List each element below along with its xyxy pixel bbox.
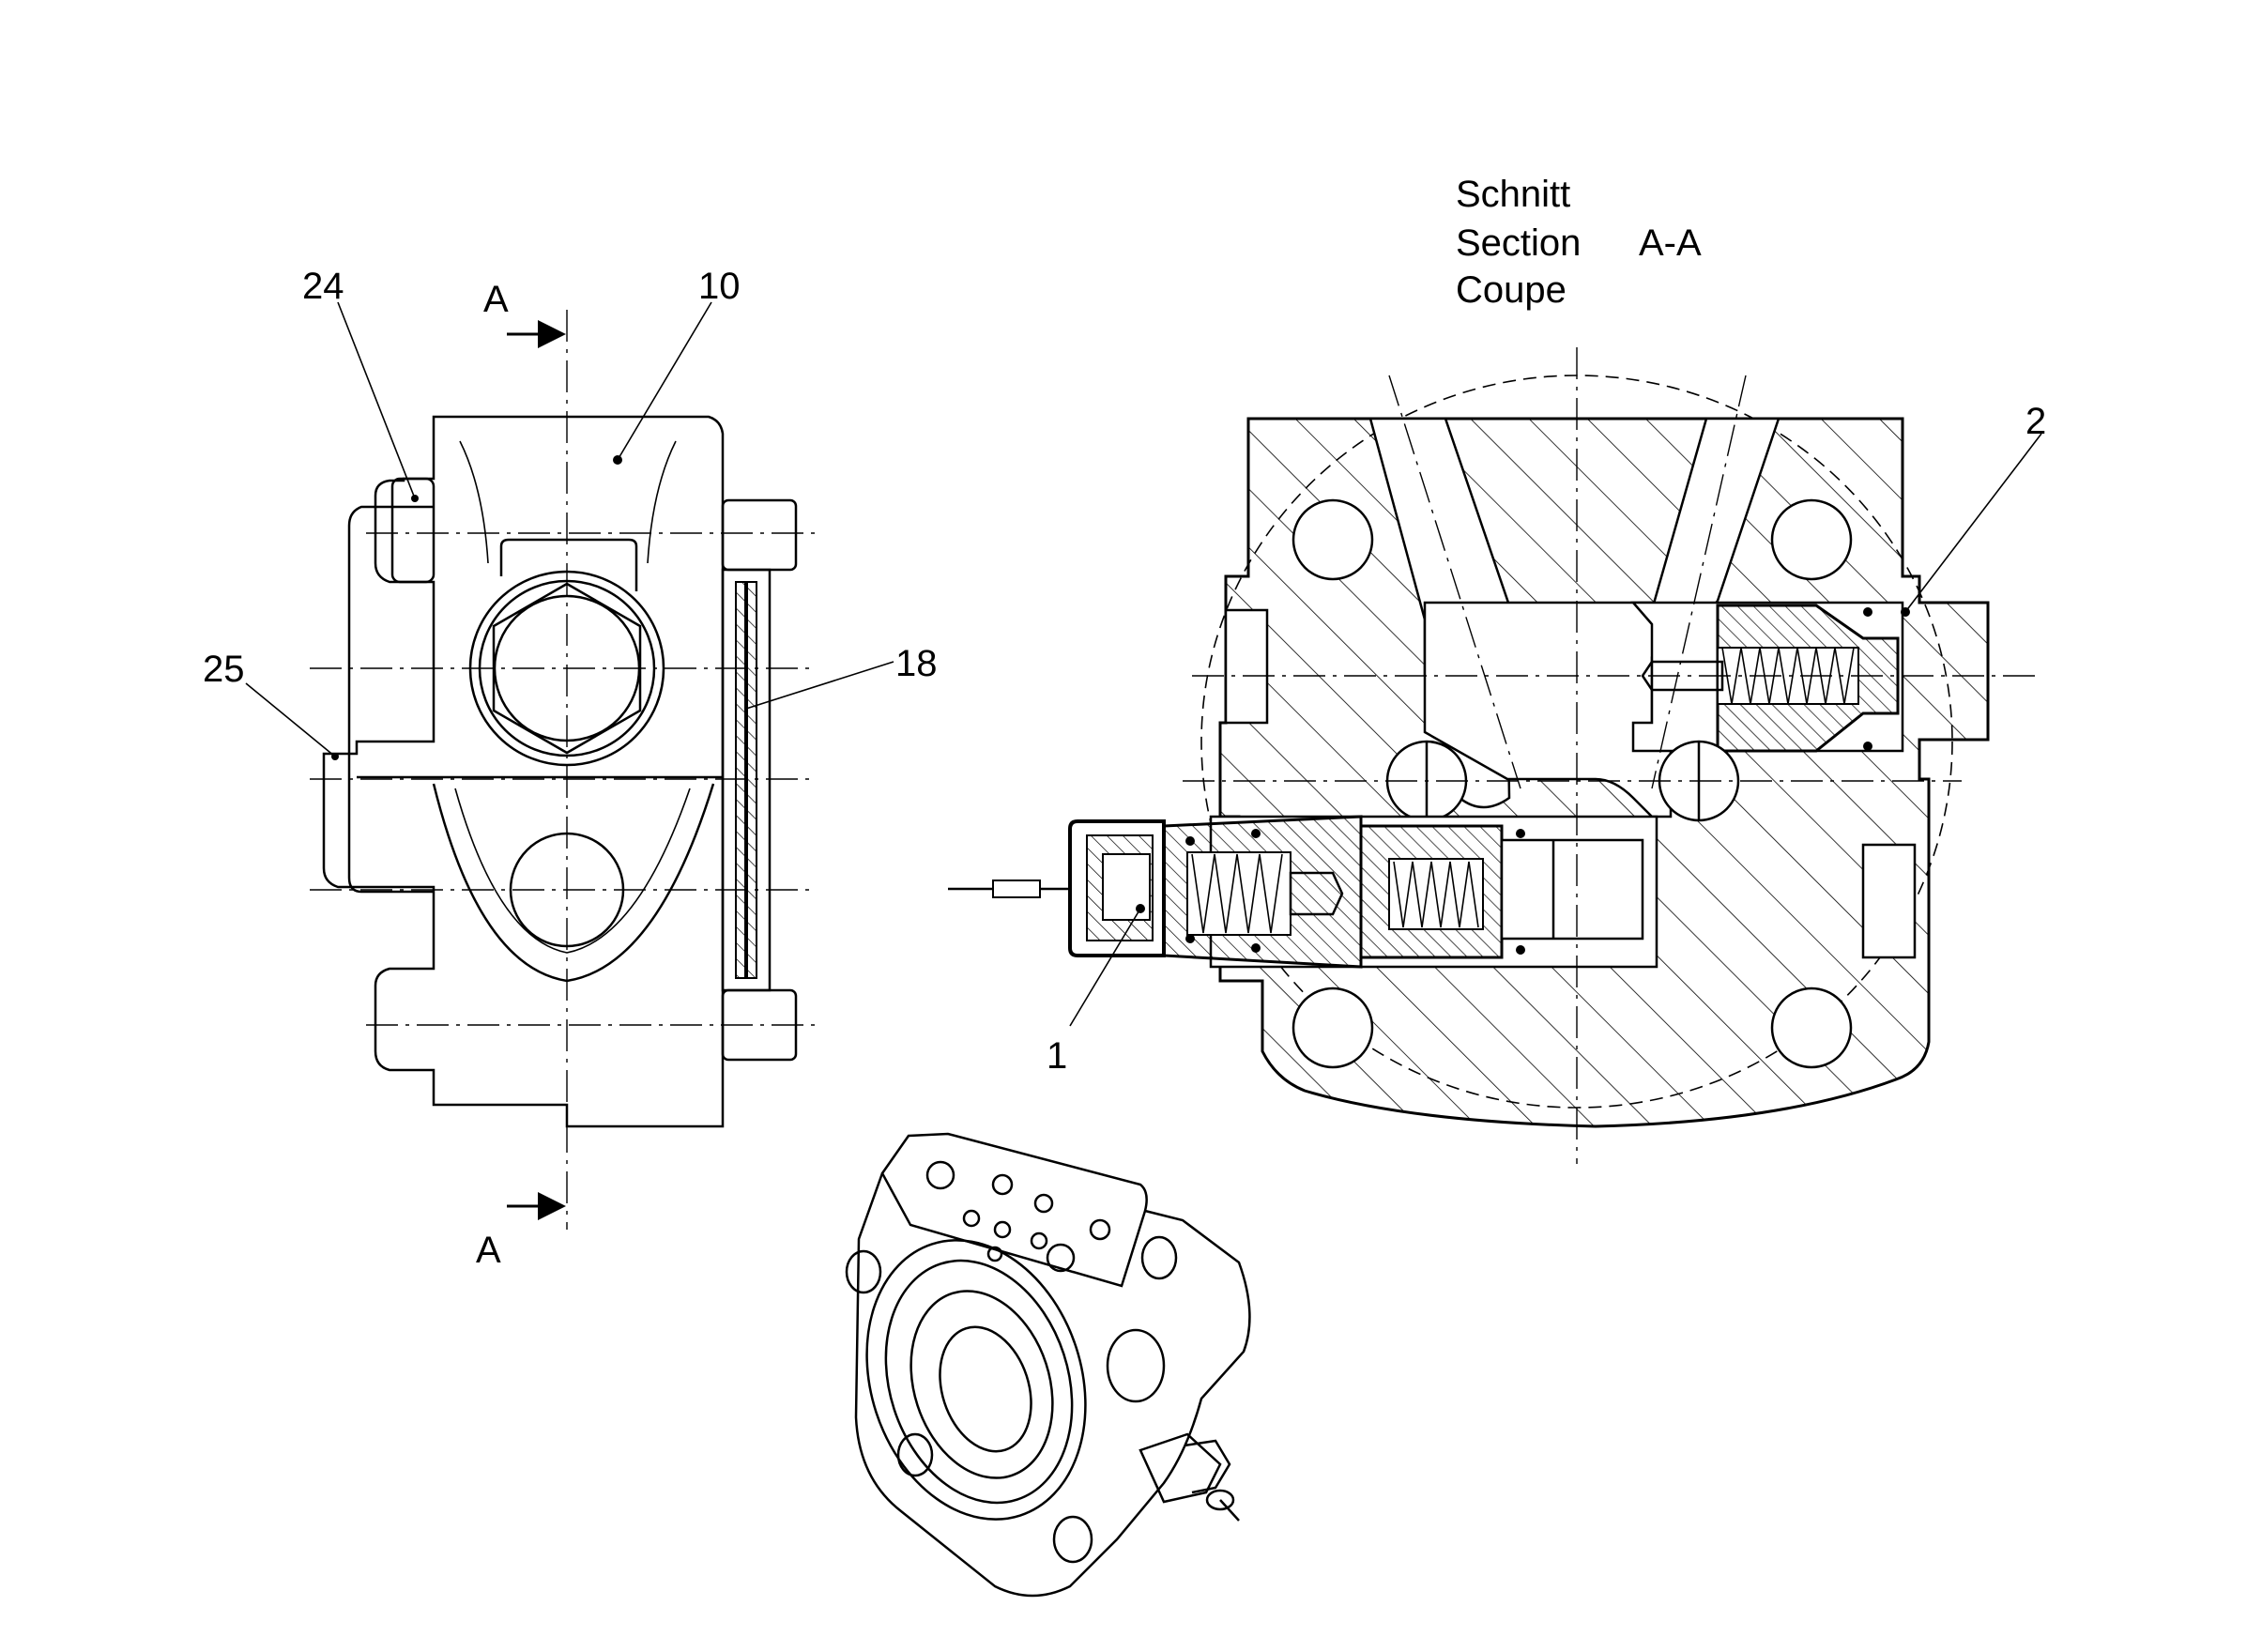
part-24-plug [390, 477, 436, 584]
part-1-poppet [1289, 871, 1344, 916]
iso-valve-tip [1205, 1489, 1235, 1511]
iso-plate-hole [993, 1220, 1012, 1239]
side-view-body [322, 415, 725, 1128]
callout-25: 25 [203, 649, 245, 690]
iso-plate-hole [991, 1173, 1014, 1196]
section-title-line2: Section [1456, 222, 1581, 264]
side-view: A A 24 10 25 18 [203, 266, 938, 1271]
leader-10 [617, 301, 712, 461]
part-1-spool [1500, 838, 1644, 941]
side-view-left-cover [347, 505, 434, 894]
part-2-poppet [1641, 660, 1724, 692]
iso-valve-nut [1139, 1432, 1222, 1504]
iso-flange-ring2 [909, 1290, 1054, 1479]
leader-25 [245, 682, 336, 757]
iso-bolt [845, 1249, 882, 1294]
seal [1516, 945, 1525, 955]
iso-plate-hole [986, 1246, 1003, 1262]
seal [1863, 607, 1872, 617]
iso-plate-hole [1033, 1193, 1054, 1214]
hex-plug-hex [492, 582, 642, 755]
isometric-view [845, 1132, 1251, 1598]
section-marker-bottom: A [476, 1230, 501, 1271]
side-view-contour [647, 440, 677, 564]
iso-valve-cap [1184, 1439, 1231, 1494]
part-1-spring1 [1191, 853, 1283, 934]
side-view-boss [499, 538, 638, 591]
part-18-element [721, 568, 772, 992]
bolt-hole-top-left [1291, 498, 1374, 581]
section-title-line1: Schnitt [1456, 174, 1570, 215]
leader-1 [1069, 908, 1141, 1027]
callout-10: 10 [698, 266, 741, 307]
iso-flange-outer [865, 1239, 1087, 1521]
iso-bolt [896, 1432, 934, 1477]
iso-plate-hole [1030, 1231, 1048, 1250]
seal [1185, 836, 1195, 846]
seal [1251, 943, 1261, 953]
seal [1251, 829, 1261, 838]
iso-bolt [1140, 1235, 1178, 1280]
section-title-designation: A-A [1639, 222, 1702, 264]
part-1-valve [948, 815, 1644, 969]
section-view: Schnitt Section A-A Coupe [948, 174, 2046, 1164]
bolt-hole-top-right [1770, 498, 1853, 581]
flange-top-bolt [721, 498, 798, 572]
bolt-hole-bottom-left [1291, 987, 1374, 1069]
part-1-connector-pin [992, 880, 1041, 898]
section-marker-top: A [483, 279, 509, 320]
iso-plate-hole [925, 1160, 955, 1190]
callout-1: 1 [1047, 1035, 1067, 1077]
callout-2: 2 [2025, 401, 2046, 442]
side-view-lower-bowl-inner [454, 788, 691, 954]
iso-top-plate [880, 1132, 1148, 1288]
leader-18 [745, 661, 894, 710]
callout-18: 18 [895, 643, 938, 684]
callout-24: 24 [302, 266, 344, 307]
leader-24 [337, 301, 416, 499]
part-1-cap [1068, 819, 1166, 957]
iso-plate-hole [962, 1209, 981, 1228]
section-right-recess [1861, 843, 1917, 959]
part-1-spring2 [1393, 861, 1479, 928]
section-centerline-passage-left [1388, 375, 1521, 789]
seal [1516, 829, 1525, 838]
iso-side-boss [1106, 1328, 1166, 1403]
seal [1185, 934, 1195, 943]
side-view-contour [459, 440, 489, 564]
bolt-hole-bottom-right [1770, 987, 1853, 1069]
seal [1863, 742, 1872, 751]
section-title-line3: Coupe [1456, 269, 1567, 311]
iso-bolt [1052, 1515, 1093, 1564]
iso-flange-bore [939, 1325, 1032, 1453]
iso-plate-hole [1089, 1218, 1111, 1241]
section-centerline-passage-right [1651, 375, 1747, 789]
iso-flange-ring1 [884, 1259, 1074, 1505]
section-left-plug [1224, 608, 1269, 725]
iso-plate-hole [1046, 1243, 1076, 1273]
iso-body [854, 1172, 1251, 1598]
iso-wire [1219, 1499, 1240, 1522]
leader-2 [1904, 433, 2042, 613]
